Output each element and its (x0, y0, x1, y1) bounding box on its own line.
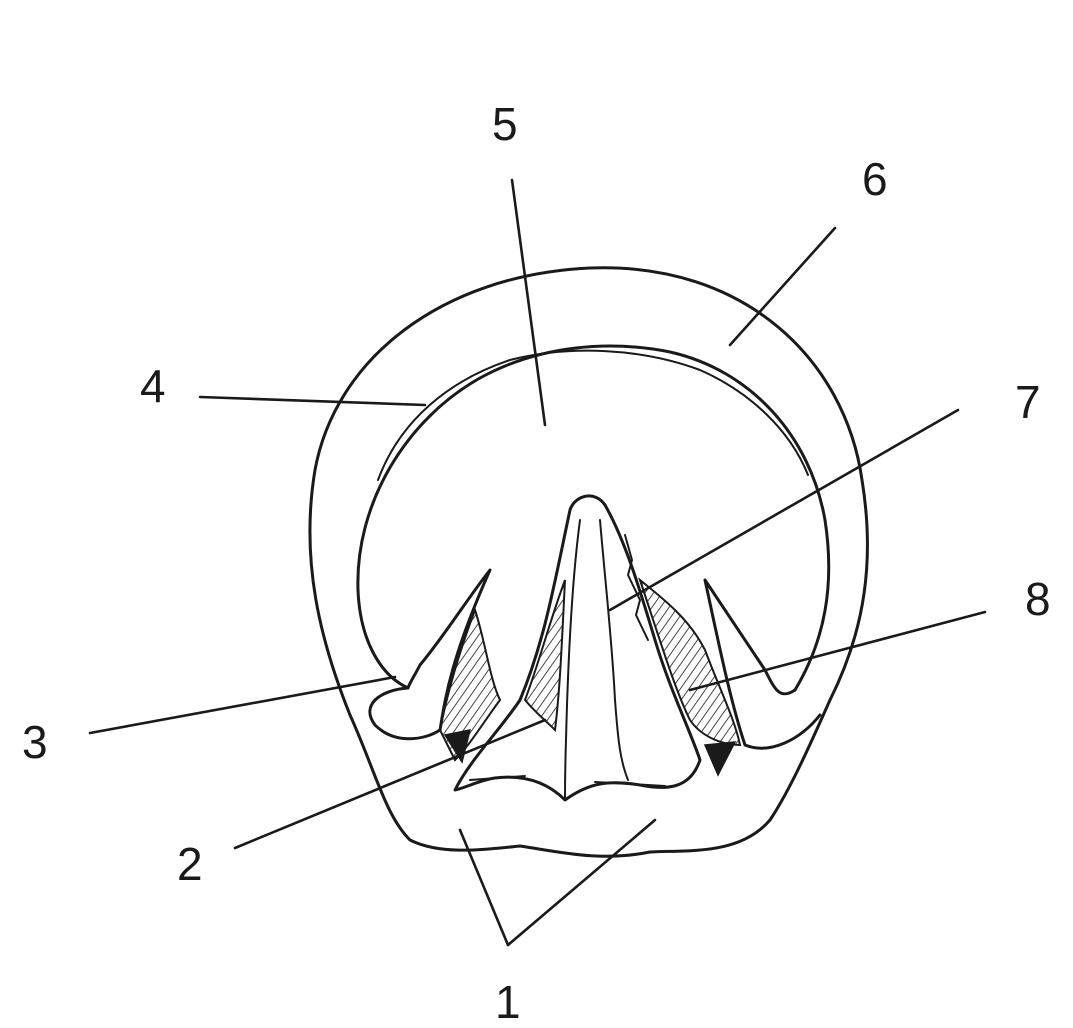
white-line-outer (358, 346, 829, 690)
label-3: 3 (22, 716, 48, 768)
leader-7 (610, 410, 958, 610)
label-4: 4 (140, 360, 166, 412)
right-collateral-groove-hatch (640, 580, 740, 745)
label-2: 2 (177, 838, 203, 890)
leader-4 (200, 397, 425, 405)
leader-1b (508, 820, 655, 945)
label-1: 1 (495, 976, 521, 1028)
leader-3 (90, 677, 395, 733)
hoof-wall-outline (310, 268, 868, 857)
leader-2 (235, 720, 545, 848)
label-7: 7 (1015, 376, 1041, 428)
leader-6 (730, 228, 835, 345)
frog-central-sulcus (565, 520, 580, 800)
label-6: 6 (862, 153, 888, 205)
leader-5 (512, 180, 545, 425)
frog-right-ridge (600, 520, 628, 780)
left-frog-groove-hatch (525, 580, 565, 730)
white-line-inner (378, 351, 808, 480)
right-collateral-groove-dark (705, 742, 735, 775)
label-8: 8 (1025, 573, 1051, 625)
label-5: 5 (492, 98, 518, 150)
